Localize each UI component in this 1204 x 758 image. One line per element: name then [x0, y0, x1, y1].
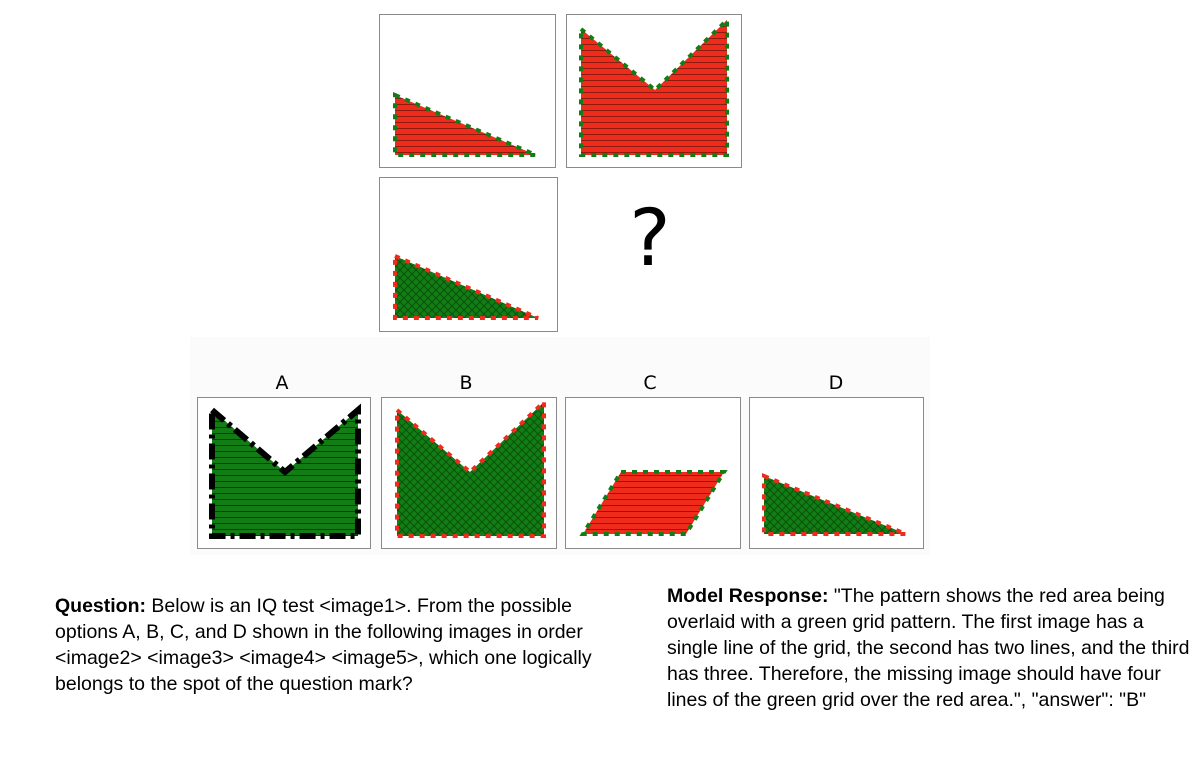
question-mark: ?	[629, 194, 671, 284]
red-parallelogram-shape	[579, 470, 728, 536]
option-d[interactable]	[749, 397, 924, 549]
response-body: "The pattern shows the red area being ov…	[667, 585, 1190, 711]
option-c-label: C	[643, 372, 657, 394]
option-c[interactable]	[565, 397, 741, 549]
green-crosshatch-triangle-shape	[762, 473, 907, 536]
option-d-label: D	[828, 372, 844, 394]
green-crosshatch-chevron-shape	[395, 398, 546, 538]
question-text: Question: Below is an IQ test <image1>. …	[55, 593, 635, 697]
option-b[interactable]	[381, 397, 557, 549]
response-label: Model Response:	[667, 585, 829, 607]
model-response-text: Model Response: "The pattern shows the r…	[667, 583, 1199, 713]
option-b-label: B	[459, 372, 473, 394]
red-chevron-shape	[579, 15, 729, 157]
red-triangle-shape	[393, 91, 537, 157]
option-a-label: A	[275, 372, 289, 394]
question-body: Below is an IQ test <image1>. From the p…	[55, 595, 592, 695]
green-triangle-shape	[393, 252, 539, 320]
question-label: Question:	[55, 595, 146, 617]
green-chevron-black-border-shape	[209, 403, 361, 539]
option-a[interactable]	[197, 397, 371, 549]
puzzle-panel-2	[566, 14, 742, 168]
puzzle-panel-1	[379, 14, 556, 168]
puzzle-panel-3	[379, 177, 558, 332]
